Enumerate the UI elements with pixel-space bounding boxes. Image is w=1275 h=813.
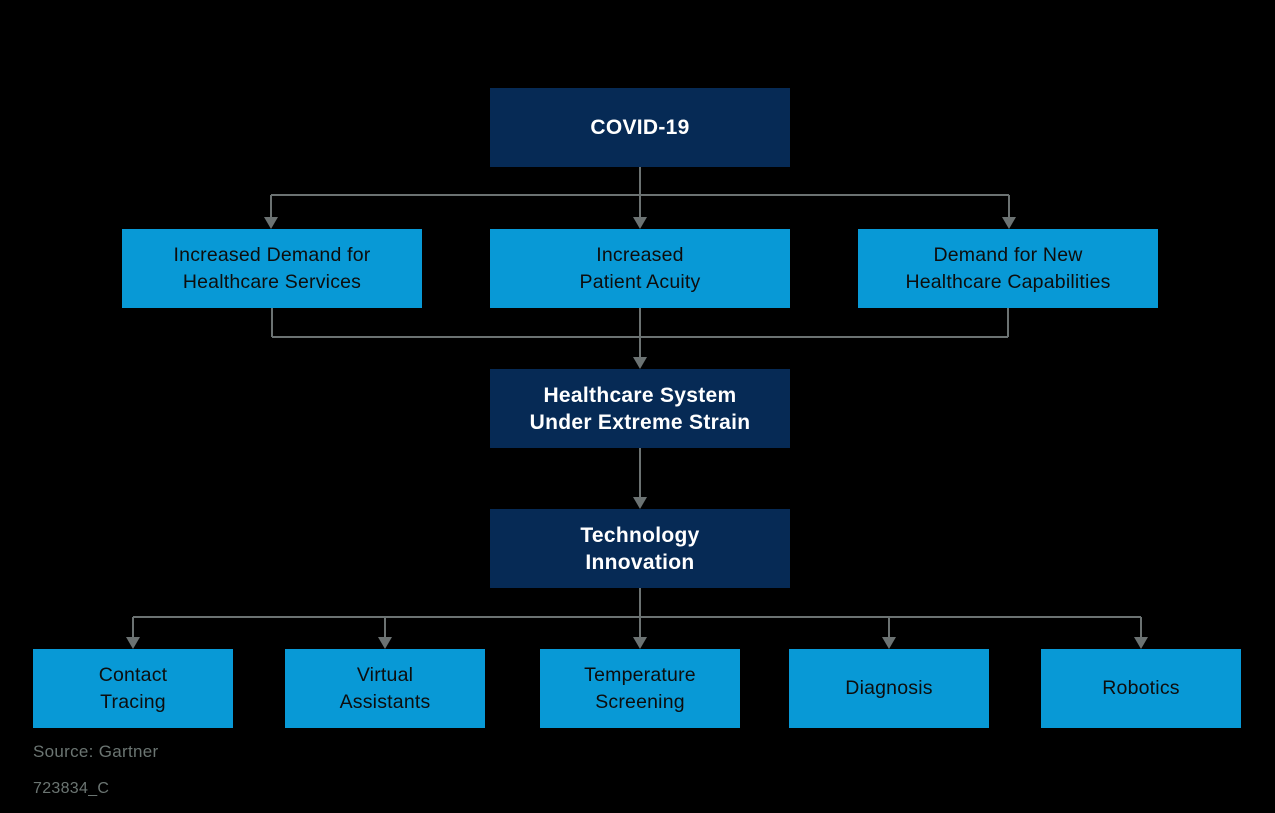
node-technology-innovation-label: Technology Innovation: [580, 523, 700, 574]
edge-converge-strain: [271, 308, 1009, 358]
arrowhead: [264, 217, 278, 229]
node-system-strain: Healthcare System Under Extreme Strain: [490, 369, 790, 448]
node-covid-19-label: COVID-19: [590, 116, 690, 139]
node-virtual-assistants: Virtual Assistants: [285, 649, 485, 728]
arrowhead: [126, 637, 140, 649]
edge-covid-branch: [270, 167, 1010, 218]
node-new-capabilities-label: Demand for New Healthcare Capabilities: [905, 243, 1111, 293]
node-virtual-assistants-label: Virtual Assistants: [339, 663, 431, 713]
arrowhead: [1134, 637, 1148, 649]
node-contact-tracing: Contact Tracing: [33, 649, 233, 728]
node-system-strain-label: Healthcare System Under Extreme Strain: [529, 383, 751, 434]
node-robotics-label: Robotics: [1102, 677, 1180, 699]
arrowhead: [882, 637, 896, 649]
node-diagnosis: Diagnosis: [789, 649, 989, 728]
arrowhead: [378, 637, 392, 649]
node-technology-innovation: Technology Innovation: [490, 509, 790, 588]
node-robotics: Robotics: [1041, 649, 1241, 728]
arrowhead: [1002, 217, 1016, 229]
arrowhead: [633, 217, 647, 229]
node-increased-demand-label: Increased Demand for Healthcare Services: [173, 243, 371, 293]
node-temperature-screening: Temperature Screening: [540, 649, 740, 728]
node-temperature-screening-label: Temperature Screening: [584, 663, 696, 713]
arrowhead: [633, 357, 647, 369]
source-note: Source: Gartner: [33, 742, 159, 761]
node-patient-acuity: Increased Patient Acuity: [490, 229, 790, 308]
figure-id: 723834_C: [33, 780, 110, 797]
node-patient-acuity-label: Increased Patient Acuity: [579, 243, 701, 293]
arrowheads: [126, 217, 1148, 649]
edge-innovation-branch: [132, 588, 1142, 638]
node-new-capabilities: Demand for New Healthcare Capabilities: [858, 229, 1158, 308]
node-covid-19: COVID-19: [490, 88, 790, 167]
node-contact-tracing-label: Contact Tracing: [98, 663, 168, 713]
arrowhead: [633, 637, 647, 649]
arrowhead: [633, 497, 647, 509]
node-increased-demand: Increased Demand for Healthcare Services: [122, 229, 422, 308]
node-diagnosis-label: Diagnosis: [845, 677, 933, 699]
